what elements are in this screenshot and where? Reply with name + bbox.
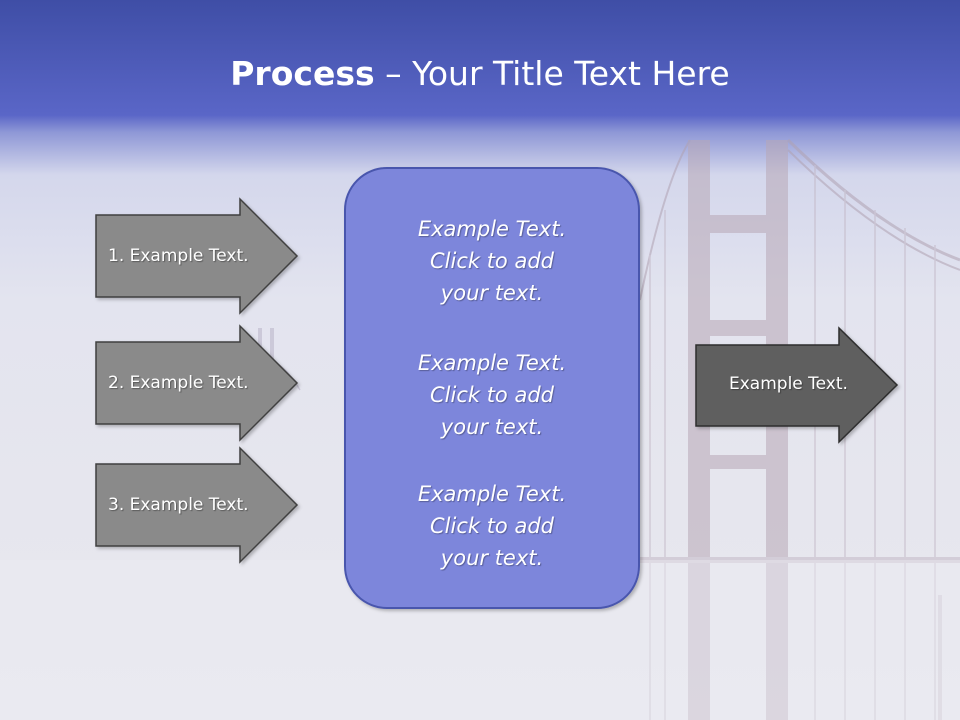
title-dash: – <box>374 54 413 93</box>
title-rest-part: Your Title Text Here <box>412 54 730 93</box>
block-line: your text. <box>440 415 544 439</box>
slide-title[interactable]: Process – Your Title Text Here <box>0 52 960 96</box>
block-line: Click to add <box>429 514 554 538</box>
block-line: Example Text. <box>417 351 567 375</box>
step-arrow-1-label: 1. Example Text. <box>108 246 249 266</box>
center-box-block-3: Example Text. Click to add your text. <box>345 478 639 574</box>
bridge-tower-right-leg <box>766 140 788 720</box>
output-arrow-label: Example Text. <box>729 374 848 394</box>
center-process-box[interactable] <box>344 167 640 609</box>
block-line: Click to add <box>429 383 554 407</box>
title-bold-part: Process <box>230 54 375 93</box>
center-box-block-1: Example Text. Click to add your text. <box>345 213 639 309</box>
output-arrow[interactable] <box>695 326 899 444</box>
step-arrow-3[interactable] <box>95 446 299 564</box>
center-box-block-2: Example Text. Click to add your text. <box>345 347 639 443</box>
bridge-tower-left-leg <box>688 140 710 720</box>
step-arrow-2[interactable] <box>95 324 299 442</box>
step-arrow-1[interactable] <box>95 197 299 315</box>
bridge-tower-beam <box>688 215 788 233</box>
step-arrow-3-label: 3. Example Text. <box>108 495 249 515</box>
bridge-tower-beam <box>688 455 788 469</box>
step-arrow-2-label: 2. Example Text. <box>108 373 249 393</box>
block-line: Example Text. <box>417 482 567 506</box>
block-line: Click to add <box>429 249 554 273</box>
block-line: your text. <box>440 281 544 305</box>
block-line: Example Text. <box>417 217 567 241</box>
block-line: your text. <box>440 546 544 570</box>
bridge-tower-beam <box>688 320 788 336</box>
